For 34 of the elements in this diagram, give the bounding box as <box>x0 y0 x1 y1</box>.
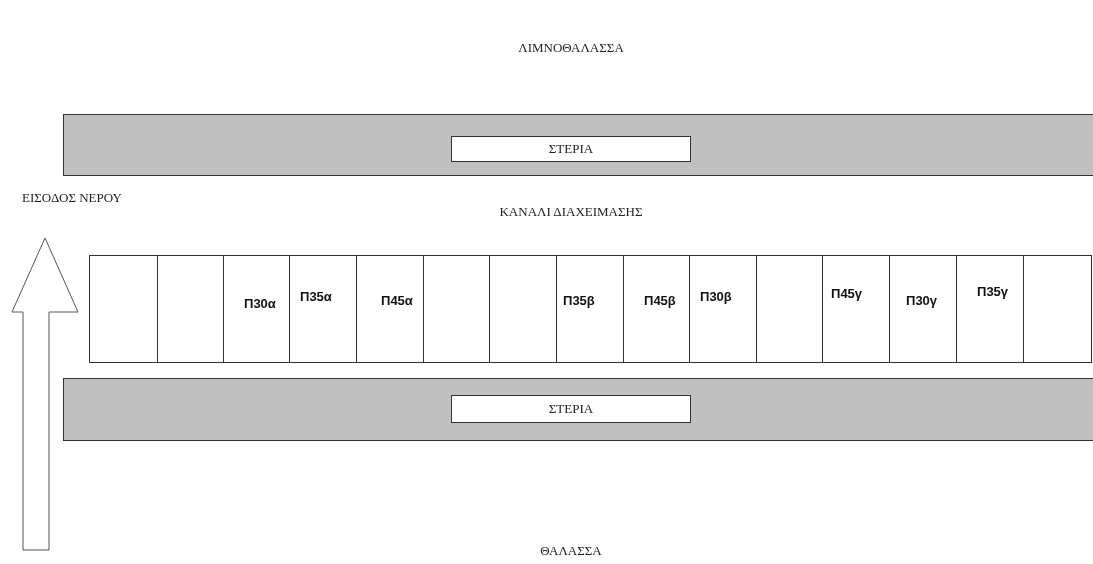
land-label-box <box>451 136 691 162</box>
tank-code: Π35γ <box>977 284 1009 299</box>
area-label: ΘΑΛΑΣΣΑ <box>540 543 602 559</box>
tank-cell <box>556 255 624 363</box>
empty-cell <box>423 255 490 363</box>
tank-cell <box>289 255 357 363</box>
tank-cell <box>356 255 424 363</box>
tank-cell <box>889 255 957 363</box>
land-strip <box>63 378 1093 441</box>
tank-code: Π45β <box>644 293 676 308</box>
land-strip <box>63 114 1093 176</box>
tank-code: Π35β <box>563 293 595 308</box>
tank-cell <box>689 255 757 363</box>
land-label: ΣΤΕΡΙΑ <box>548 141 594 157</box>
empty-cell <box>489 255 557 363</box>
tank-code: Π30α <box>244 296 276 311</box>
empty-cell <box>1023 255 1092 363</box>
land-label-box <box>451 395 691 423</box>
tank-cell <box>956 255 1024 363</box>
inlet-label: ΕΙΣΟΔΟΣ ΝΕΡΟΥ <box>22 190 122 206</box>
tank-cell <box>223 255 290 363</box>
empty-cell <box>157 255 224 363</box>
empty-cell <box>756 255 823 363</box>
tank-cell <box>623 255 690 363</box>
empty-cell <box>89 255 158 363</box>
tank-code: Π30β <box>700 289 732 304</box>
tank-code: Π35α <box>300 289 332 304</box>
tank-cell <box>822 255 890 363</box>
channel-label: ΚΑΝΑΛΙ ΔΙΑΧΕΙΜΑΣΗΣ <box>499 204 643 220</box>
land-label: ΣΤΕΡΙΑ <box>548 401 594 417</box>
area-label: ΛΙΜΝΟΘΑΛΑΣΣΑ <box>518 40 624 56</box>
tank-code: Π45α <box>381 293 413 308</box>
tank-code: Π45γ <box>831 286 863 301</box>
tank-code: Π30γ <box>906 293 938 308</box>
